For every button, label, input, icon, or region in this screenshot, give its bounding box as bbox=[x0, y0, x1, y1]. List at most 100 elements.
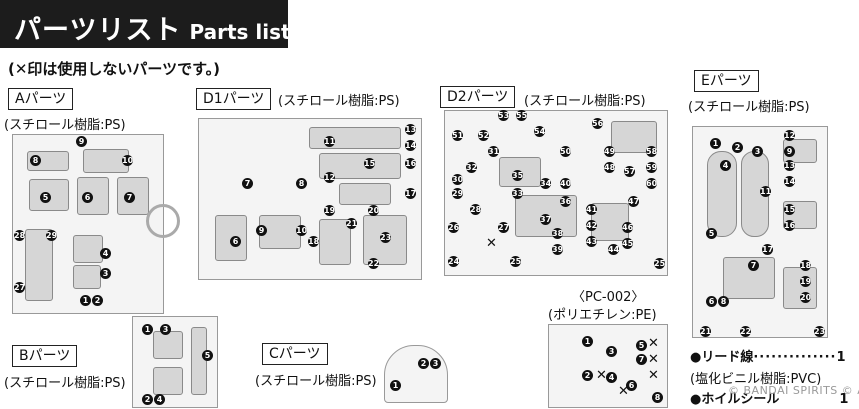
part-number: 50 bbox=[560, 146, 572, 157]
d2-parts-material: (スチロール樹脂:PS) bbox=[524, 94, 646, 109]
part-number: 14 bbox=[405, 140, 417, 151]
part-number: 40 bbox=[560, 178, 572, 189]
part-number: 46 bbox=[622, 222, 634, 233]
part-number: 43 bbox=[586, 236, 598, 247]
part-number: 7 bbox=[242, 178, 253, 189]
pc-parts-label: 〈PC-002〉 bbox=[572, 290, 645, 305]
part-number: 9 bbox=[784, 146, 795, 157]
part-number: 16 bbox=[784, 220, 796, 231]
part bbox=[499, 157, 541, 187]
part-number: 20 bbox=[800, 292, 812, 303]
part-number: 45 bbox=[622, 238, 634, 249]
part-number: 37 bbox=[540, 214, 552, 225]
part bbox=[153, 331, 183, 359]
part bbox=[191, 327, 207, 395]
part-number: 2 bbox=[142, 394, 153, 405]
part-number: 57 bbox=[624, 166, 636, 177]
part-number: 4 bbox=[720, 160, 731, 171]
part-number: 15 bbox=[784, 204, 796, 215]
part-number: 3 bbox=[752, 146, 763, 157]
unused-x-mark: ✕ bbox=[596, 368, 607, 383]
part-number: 34 bbox=[540, 178, 552, 189]
part-number: 49 bbox=[604, 146, 616, 157]
part-number: 29 bbox=[46, 230, 58, 241]
part-number: 23 bbox=[814, 326, 826, 337]
part-number: 52 bbox=[478, 130, 490, 141]
a-parts-label: Aパーツ bbox=[8, 88, 74, 110]
copyright-watermark: © BANDAI SPIRITS © ARCH bbox=[728, 384, 859, 397]
c-parts-runner bbox=[384, 345, 448, 403]
part bbox=[215, 215, 247, 261]
part-number: 22 bbox=[368, 258, 380, 269]
part-number: 11 bbox=[760, 186, 772, 197]
lead-wire-label: ●リード線 bbox=[690, 350, 754, 365]
part-number: 41 bbox=[586, 204, 598, 215]
part-number: 5 bbox=[706, 228, 717, 239]
part-number: 31 bbox=[488, 146, 500, 157]
part-number: 2 bbox=[92, 295, 103, 306]
a-parts-material: (スチロール樹脂:PS) bbox=[4, 118, 126, 133]
part-number: 1 bbox=[142, 324, 153, 335]
d1-parts-material: (スチロール樹脂:PS) bbox=[278, 94, 400, 109]
part-number: 53 bbox=[498, 110, 510, 121]
part-number: 19 bbox=[324, 205, 336, 216]
part-number: 18 bbox=[800, 260, 812, 271]
part-number: 42 bbox=[586, 220, 598, 231]
unused-x-mark: ✕ bbox=[618, 384, 629, 399]
part-number: 58 bbox=[646, 146, 658, 157]
part-number: 12 bbox=[324, 172, 336, 183]
part-number: 4 bbox=[154, 394, 165, 405]
part-number: 11 bbox=[324, 136, 336, 147]
part-number: 1 bbox=[710, 138, 721, 149]
part bbox=[153, 367, 183, 395]
unused-x-mark: ✕ bbox=[648, 352, 659, 367]
part-number: 5 bbox=[636, 340, 647, 351]
part-number: 25 bbox=[510, 256, 522, 267]
part-number: 35 bbox=[512, 170, 524, 181]
pc-parts-material: (ポリエチレン:PE) bbox=[548, 308, 657, 323]
part-number: 26 bbox=[448, 222, 460, 233]
part-number: 16 bbox=[405, 158, 417, 169]
part-number: 6 bbox=[230, 236, 241, 247]
part-number: 18 bbox=[308, 236, 320, 247]
c-parts-label: Cパーツ bbox=[262, 343, 328, 365]
part-number: 6 bbox=[626, 380, 637, 391]
part bbox=[783, 267, 817, 309]
part-number: 36 bbox=[560, 196, 572, 207]
part-number: 3 bbox=[100, 268, 111, 279]
part-number: 13 bbox=[784, 160, 796, 171]
part-number: 8 bbox=[718, 296, 729, 307]
part-number: 4 bbox=[100, 248, 111, 259]
part-number: 6 bbox=[706, 296, 717, 307]
part bbox=[339, 183, 391, 205]
part-number: 7 bbox=[636, 354, 647, 365]
part-number: 54 bbox=[534, 126, 546, 137]
foil-sticker-label: ●ホイルシール bbox=[690, 392, 780, 407]
e-parts-label: Eパーツ bbox=[694, 70, 759, 92]
part-number: 20 bbox=[368, 205, 380, 216]
part-number: 2 bbox=[582, 370, 593, 381]
part-number: 5 bbox=[202, 350, 213, 361]
part-number: 44 bbox=[608, 244, 620, 255]
part-number: 28 bbox=[14, 230, 26, 241]
part bbox=[73, 265, 101, 289]
part-number: 9 bbox=[76, 136, 87, 147]
pvc-material: (塩化ビニル樹脂:PVC) bbox=[690, 372, 822, 387]
a-parts-ring bbox=[146, 204, 180, 238]
part-number: 47 bbox=[628, 196, 640, 207]
pc-parts-runner bbox=[548, 324, 668, 408]
title-ja: パーツリスト bbox=[14, 15, 182, 46]
part-number: 3 bbox=[160, 324, 171, 335]
part-number: 3 bbox=[606, 346, 617, 357]
b-parts-material: (スチロール樹脂:PS) bbox=[4, 376, 126, 391]
part-number: 4 bbox=[606, 372, 617, 383]
part-number: 10 bbox=[296, 225, 308, 236]
part-number: 14 bbox=[784, 176, 796, 187]
part-number: 56 bbox=[592, 118, 604, 129]
lead-wire-legend: ●リード線··············1 bbox=[690, 346, 846, 365]
part-number: 32 bbox=[466, 162, 478, 173]
part bbox=[309, 127, 401, 149]
part-number: 39 bbox=[552, 244, 564, 255]
